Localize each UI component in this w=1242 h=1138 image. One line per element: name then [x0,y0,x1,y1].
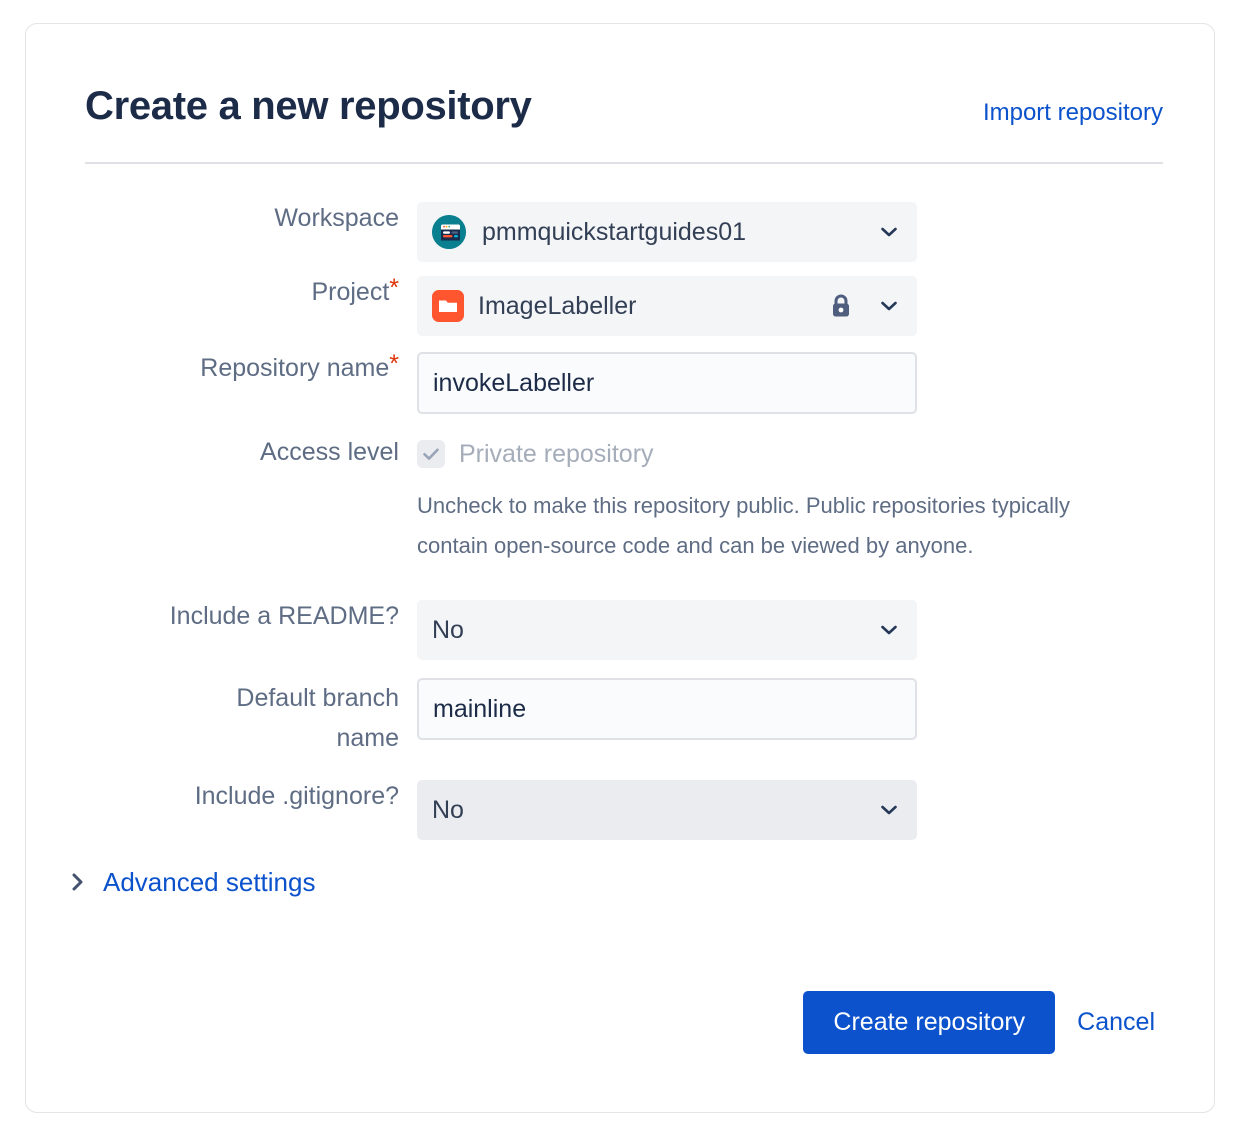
workspace-label: Workspace [274,204,399,232]
workspace-select[interactable]: pmmquickstartguides01 [417,202,917,262]
chevron-down-icon [878,619,900,641]
default-branch-name-input[interactable] [417,678,917,740]
advanced-settings-label: Advanced settings [103,867,316,897]
create-repository-form: Workspace [72,202,1163,898]
row-project: Project* ImageLabeller [85,276,1163,336]
access-level-label: Access level [260,438,399,466]
project-folder-icon [432,290,464,322]
include-gitignore-label: Include .gitignore? [194,782,399,810]
row-include-gitignore: Include .gitignore? No [85,780,1163,840]
access-level-field-cell: Private repository Uncheck to make this … [417,436,1163,566]
lock-icon [828,292,854,320]
include-readme-label: Include a README? [169,602,399,630]
advanced-settings-toggle[interactable]: Advanced settings [69,866,369,898]
private-repository-checkbox[interactable] [417,440,445,468]
cancel-button[interactable]: Cancel [1077,1008,1155,1036]
workspace-avatar-icon [432,215,466,249]
row-include-readme: Include a README? No [85,600,1163,660]
import-repository-link[interactable]: Import repository [982,99,1163,126]
chevron-down-icon [878,295,900,317]
workspace-selected-value: pmmquickstartguides01 [482,218,747,246]
repository-name-label-text: Repository name [200,354,390,382]
project-label-text: Project [311,278,390,306]
project-selected-value: ImageLabeller [478,292,637,320]
include-gitignore-selected-value: No [432,796,464,824]
form-actions: Create repository Cancel [803,991,1155,1054]
project-label: Project* [85,276,417,308]
access-level-help-text: Uncheck to make this repository public. … [417,493,1070,558]
default-branch-name-label-line2: name [336,724,399,752]
repository-name-required-marker: * [389,350,399,378]
repository-name-label: Repository name* [85,352,417,384]
row-workspace: Workspace [85,202,1163,262]
project-required-marker: * [389,274,399,302]
default-branch-field-cell [417,678,1163,740]
project-field-cell: ImageLabeller [417,276,1163,336]
include-readme-selected-value: No [432,616,464,644]
row-access-level: Access level Private repository Uncheck … [85,436,1163,566]
include-gitignore-field-cell: No [417,780,1163,840]
repository-name-input[interactable] [417,352,917,414]
include-readme-select[interactable]: No [417,600,917,660]
include-readme-field-cell: No [417,600,1163,660]
create-repository-card: Create a new repository Import repositor… [25,23,1215,1113]
private-repository-label: Private repository [459,440,654,468]
private-repository-checkbox-row[interactable]: Private repository [417,438,1163,470]
row-default-branch-name: Default branch name [85,678,1163,758]
header-divider [85,162,1163,164]
include-gitignore-select[interactable]: No [417,780,917,840]
default-branch-name-label-line1: Default branch [236,684,399,712]
chevron-right-icon [69,870,87,894]
page-title: Create a new repository [85,84,532,128]
create-repository-button[interactable]: Create repository [803,991,1056,1054]
workspace-field-cell: pmmquickstartguides01 [417,202,1163,262]
project-select[interactable]: ImageLabeller [417,276,917,336]
card-header: Create a new repository Import repositor… [85,82,1163,182]
chevron-down-icon [878,799,900,821]
row-repository-name: Repository name* [85,352,1163,414]
chevron-down-icon [878,221,900,243]
default-branch-name-label: Default branch name [85,678,417,758]
repository-name-field-cell [417,352,1163,414]
